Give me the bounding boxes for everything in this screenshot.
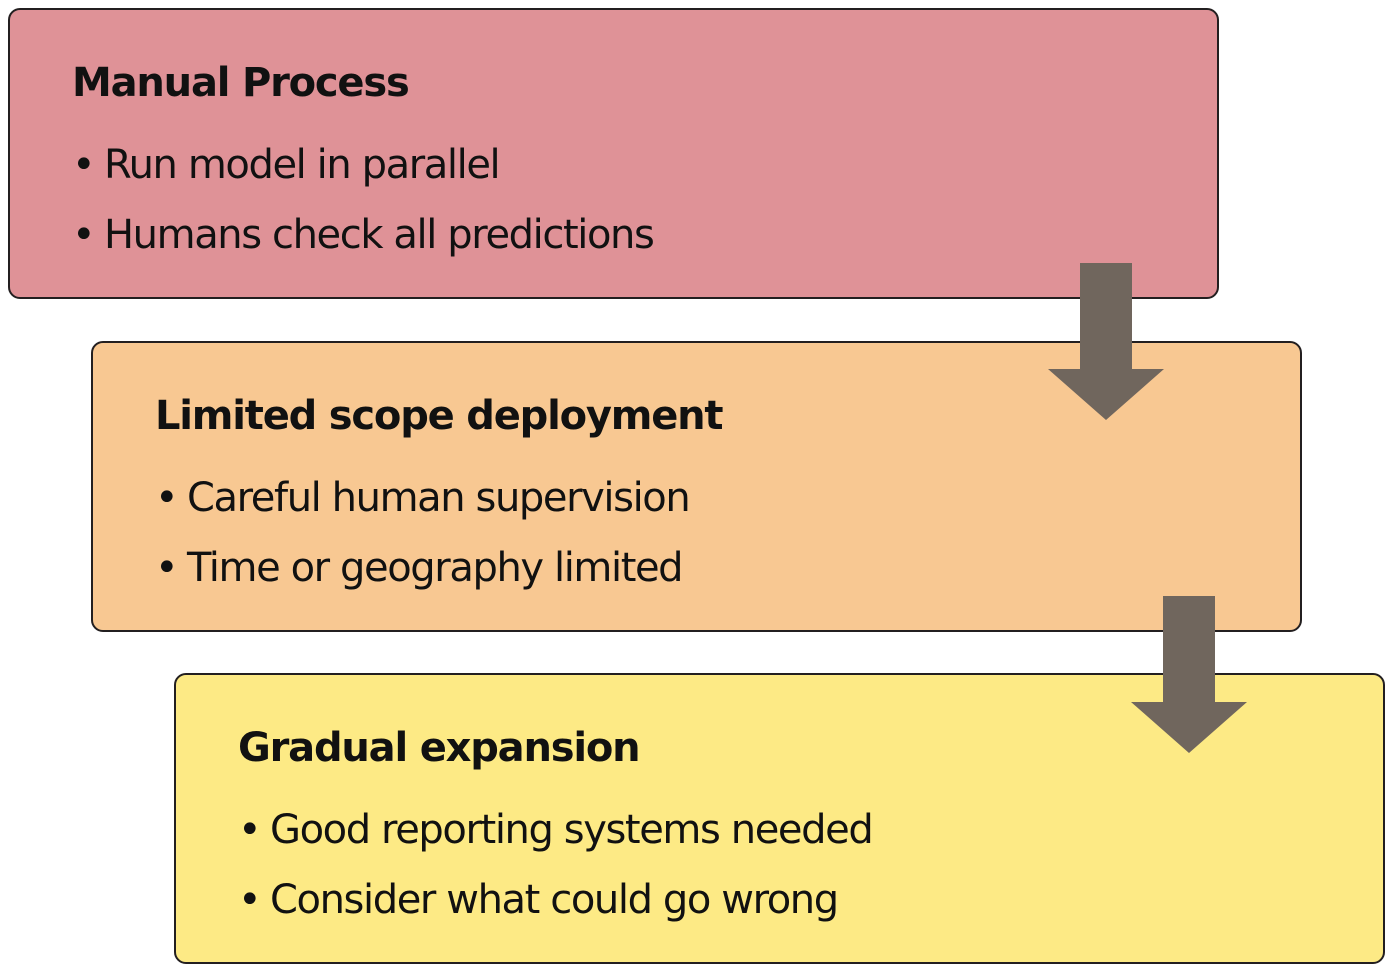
arrow-shape (1048, 263, 1164, 420)
stage-title: Limited scope deployment (155, 393, 724, 439)
arrow-shape (1131, 596, 1247, 753)
stage-manual-process: Manual Process Run model in parallel Hum… (8, 8, 1219, 299)
stage-title: Gradual expansion (238, 725, 641, 771)
bullet-item: Careful human supervision (153, 463, 691, 533)
stage-title: Manual Process (72, 60, 410, 106)
bullet-item: Humans check all predictions (70, 200, 655, 270)
bullet-list: Good reporting systems needed Consider w… (236, 795, 874, 935)
bullet-item: Consider what could go wrong (236, 865, 872, 935)
bullet-list: Careful human supervision Time or geogra… (153, 463, 691, 603)
bullet-item: Good reporting systems needed (236, 795, 874, 865)
bullet-item: Run model in parallel (70, 130, 653, 200)
bullet-list: Run model in parallel Humans check all p… (70, 130, 655, 270)
down-arrow-icon (1131, 596, 1247, 753)
down-arrow-icon (1048, 263, 1164, 420)
bullet-item: Time or geography limited (153, 533, 689, 603)
